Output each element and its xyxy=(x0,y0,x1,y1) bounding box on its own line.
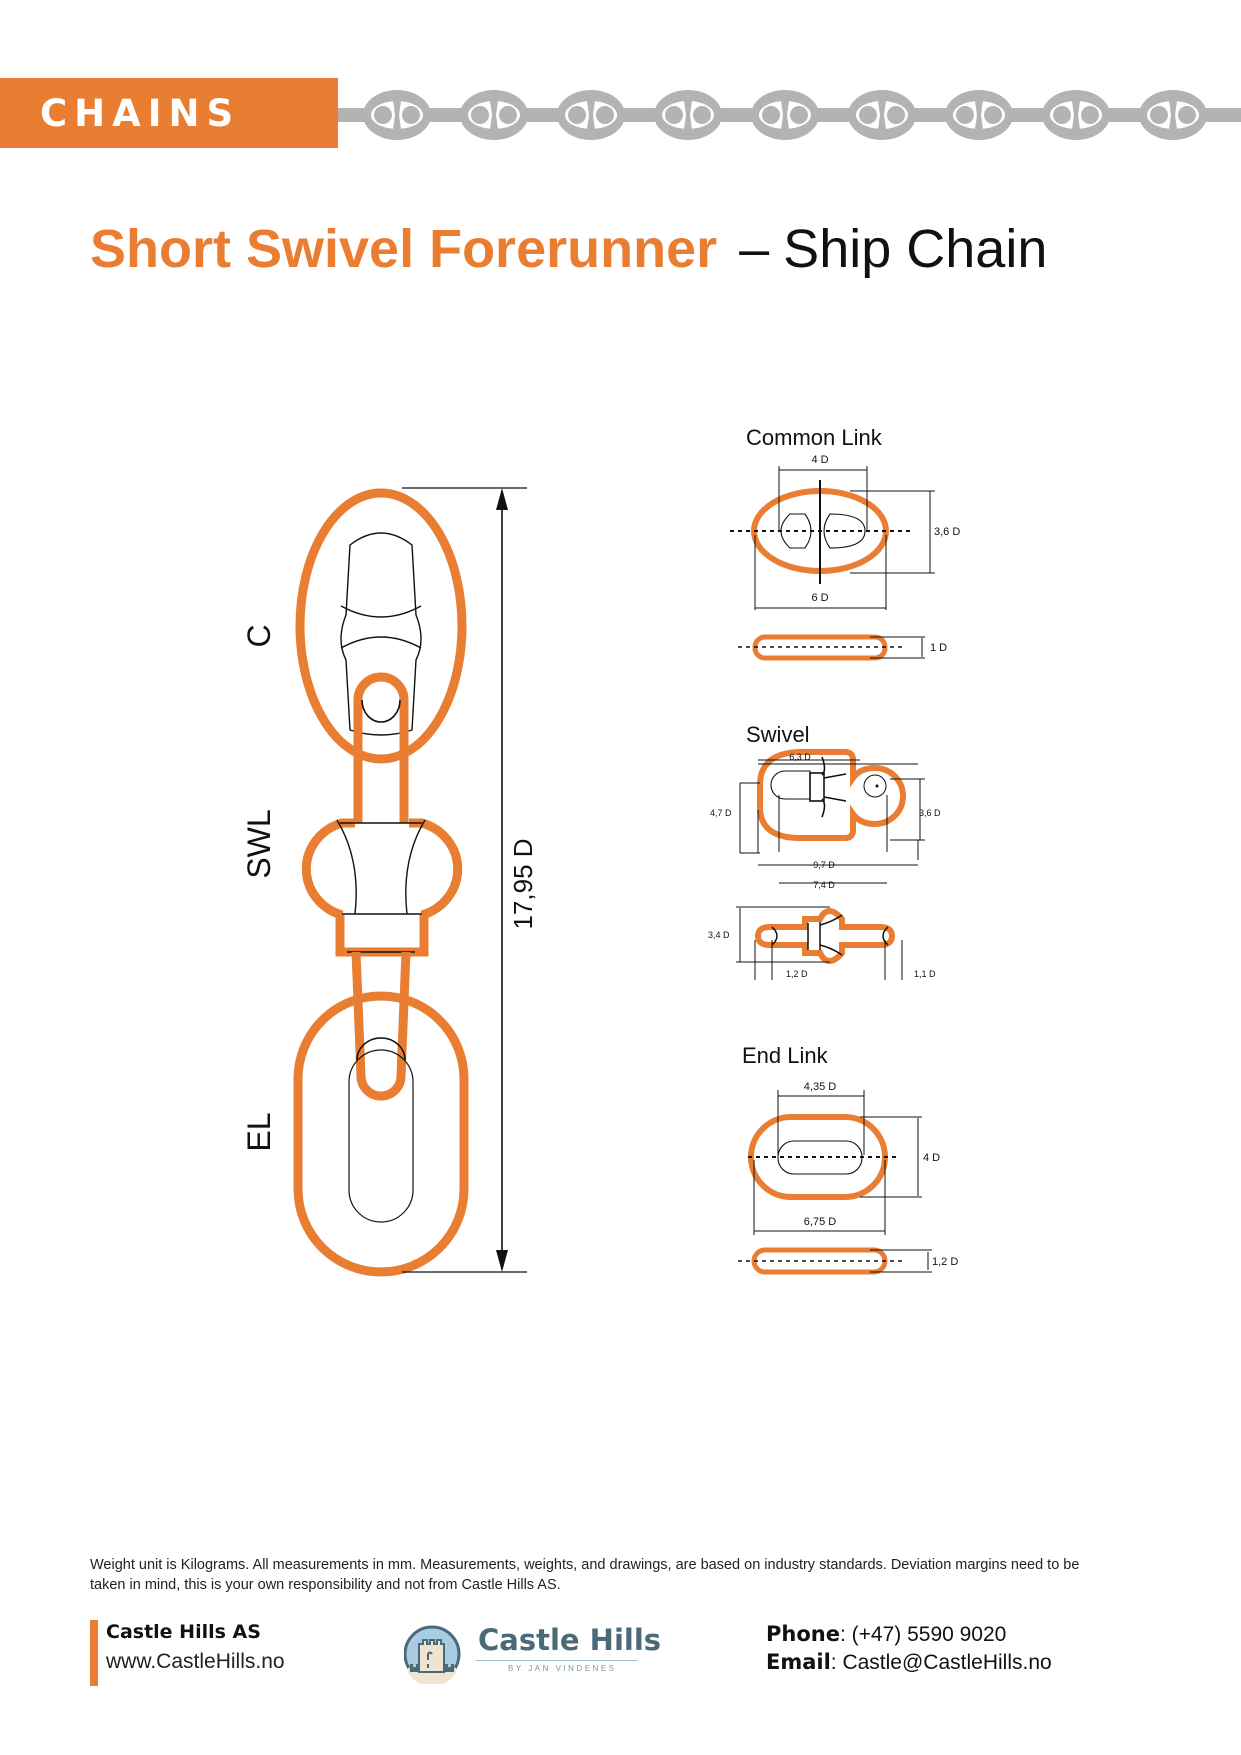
contact-phone: Phone: (+47) 5590 9020 xyxy=(766,1622,1006,1647)
label-common-link: C xyxy=(241,624,277,647)
swivel-title: Swivel xyxy=(746,722,810,747)
page-title: Short Swivel Forerunner–Ship Chain xyxy=(90,218,1047,280)
dim-swivel-4-7d: 4,7 D xyxy=(710,808,732,818)
chain-strip-decoration xyxy=(338,90,1241,140)
logo-wordmark: Castle Hills xyxy=(478,1623,662,1657)
dim-common-1d: 1 D xyxy=(930,642,947,654)
dim-end-4d: 4 D xyxy=(923,1152,940,1164)
common-link-title: Common Link xyxy=(746,425,883,450)
disclaimer-text: Weight unit is Kilograms. All measuremen… xyxy=(90,1557,1080,1593)
common-link-detail xyxy=(730,466,935,661)
title-separator: – xyxy=(739,219,770,279)
company-name: Castle Hills AS xyxy=(106,1621,261,1643)
contact-email: Email: Castle@CastleHills.no xyxy=(766,1650,1052,1675)
overall-length-dimension: 17,95 D xyxy=(508,838,538,929)
company-website-link[interactable]: www.CastleHills.no xyxy=(106,1650,285,1673)
product-name: Short Swivel Forerunner xyxy=(90,219,718,279)
email-value[interactable]: : Castle@CastleHills.no xyxy=(830,1651,1052,1674)
castle-hills-logo xyxy=(404,1625,461,1684)
dim-swivel-9-7d: 9,7 D xyxy=(813,860,835,870)
email-label: Email xyxy=(766,1650,831,1674)
logo-tagline: BY JAN VINDENES xyxy=(508,1664,617,1673)
section-label: CHAINS xyxy=(40,92,241,135)
section-header: CHAINS xyxy=(0,78,338,148)
end-link-title: End Link xyxy=(742,1043,829,1068)
label-swivel: SWL xyxy=(241,809,277,878)
footer-accent-bar xyxy=(90,1620,98,1686)
phone-value[interactable]: : (+47) 5590 9020 xyxy=(839,1623,1007,1646)
dim-end-6-75d: 6,75 D xyxy=(804,1216,836,1228)
dim-swivel-6-3d: 6,3 D xyxy=(789,752,811,762)
main-drawing-labels: C SWL EL 17,95 D xyxy=(241,624,538,1151)
label-end-link: EL xyxy=(241,1112,277,1151)
dim-common-3-6d: 3,6 D xyxy=(934,526,960,538)
dim-swivel-3-6d: 3,6 D xyxy=(919,808,941,818)
dim-swivel-1-2d: 1,2 D xyxy=(786,969,808,979)
castle-tower-icon xyxy=(404,1625,461,1684)
phone-label: Phone xyxy=(766,1622,840,1646)
product-category: Ship Chain xyxy=(783,219,1048,279)
logo-divider xyxy=(476,1660,638,1661)
end-link-detail xyxy=(738,1090,932,1275)
dim-common-4d: 4 D xyxy=(811,454,828,466)
dim-common-6d: 6 D xyxy=(811,592,828,604)
dim-swivel-1-1d: 1,1 D xyxy=(914,969,936,979)
swivel-detail xyxy=(736,749,925,980)
main-assembly-drawing xyxy=(293,487,527,1277)
dim-end-4-35d: 4,35 D xyxy=(804,1081,836,1093)
dim-swivel-7-4d: 7,4 D xyxy=(813,880,835,890)
dim-end-1-2d: 1,2 D xyxy=(932,1256,958,1268)
dim-swivel-3-4d: 3,4 D xyxy=(708,930,730,940)
